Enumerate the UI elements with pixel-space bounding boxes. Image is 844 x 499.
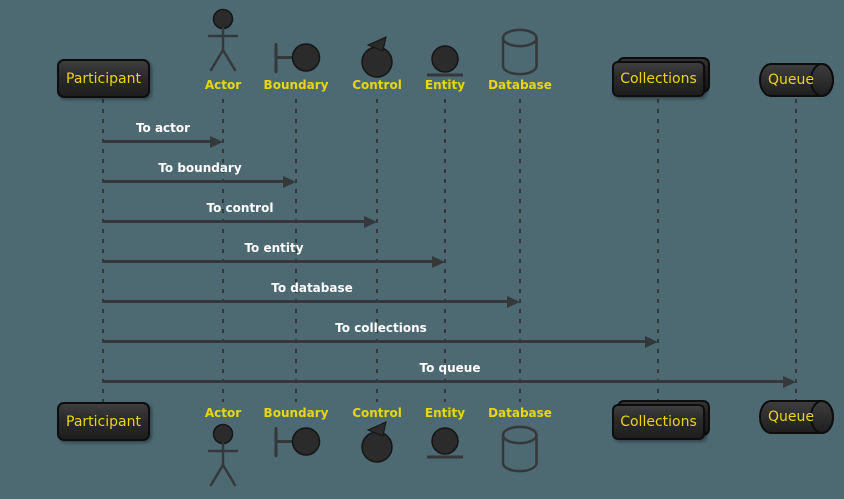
lifeline-actor bbox=[222, 99, 224, 402]
entity-icon-bottom bbox=[427, 427, 463, 459]
message-arrow-to-actor bbox=[104, 135, 223, 148]
participant-box-top: Participant bbox=[57, 59, 150, 98]
queue-label-top: Queue bbox=[768, 72, 814, 88]
queue-label-bottom: Queue bbox=[768, 409, 814, 425]
entity-name-top: Entity bbox=[424, 78, 466, 92]
collections-label-top: Collections bbox=[620, 71, 697, 87]
message-arrow-to-queue bbox=[104, 375, 796, 388]
message-label-to-collections: To collections bbox=[335, 321, 427, 335]
control-name-bottom: Control bbox=[352, 406, 402, 420]
lifeline-database bbox=[519, 99, 521, 402]
control-icon-bottom bbox=[361, 421, 393, 463]
lifeline-collections bbox=[657, 99, 659, 402]
participant-label-top: Participant bbox=[66, 70, 141, 87]
queue-shape-top bbox=[759, 63, 834, 97]
message-arrow-to-entity bbox=[104, 255, 445, 268]
participant-box-bottom: Participant bbox=[57, 402, 150, 441]
boundary-name-bottom: Boundary bbox=[263, 406, 329, 420]
database-icon-top bbox=[501, 28, 538, 76]
message-arrow-to-control bbox=[104, 215, 377, 228]
message-label-to-actor: To actor bbox=[135, 121, 191, 135]
actor-name-top: Actor bbox=[204, 78, 242, 92]
lifeline-queue bbox=[795, 99, 797, 402]
boundary-icon-top bbox=[274, 43, 321, 73]
database-name-bottom: Database bbox=[488, 406, 552, 420]
database-icon-bottom bbox=[501, 425, 538, 473]
lifeline-control bbox=[376, 99, 378, 402]
message-label-to-boundary: To boundary bbox=[158, 161, 242, 175]
queue-shape-bottom bbox=[759, 400, 834, 434]
collections-box-bottom: Collections bbox=[612, 404, 705, 440]
message-arrow-to-boundary bbox=[104, 175, 296, 188]
entity-name-bottom: Entity bbox=[424, 406, 466, 420]
actor-icon-bottom bbox=[207, 423, 239, 487]
lifeline-entity bbox=[444, 99, 446, 402]
database-name-top: Database bbox=[488, 78, 552, 92]
message-arrow-to-database bbox=[104, 295, 520, 308]
collections-box-top: Collections bbox=[612, 61, 705, 97]
lifeline-participant bbox=[102, 99, 104, 402]
entity-icon-top bbox=[427, 45, 463, 77]
message-label-to-entity: To entity bbox=[244, 241, 304, 255]
lifeline-boundary bbox=[295, 99, 297, 402]
boundary-name-top: Boundary bbox=[263, 78, 329, 92]
control-icon-top bbox=[361, 36, 393, 78]
message-label-to-control: To control bbox=[206, 201, 274, 215]
message-label-to-queue: To queue bbox=[419, 361, 481, 375]
message-arrow-to-collections bbox=[104, 335, 658, 348]
boundary-icon-bottom bbox=[274, 427, 321, 457]
collections-label-bottom: Collections bbox=[620, 414, 697, 430]
participant-label-bottom: Participant bbox=[66, 413, 141, 430]
actor-name-bottom: Actor bbox=[204, 406, 242, 420]
control-name-top: Control bbox=[352, 78, 402, 92]
message-label-to-database: To database bbox=[271, 281, 353, 295]
actor-icon-top bbox=[207, 8, 239, 72]
